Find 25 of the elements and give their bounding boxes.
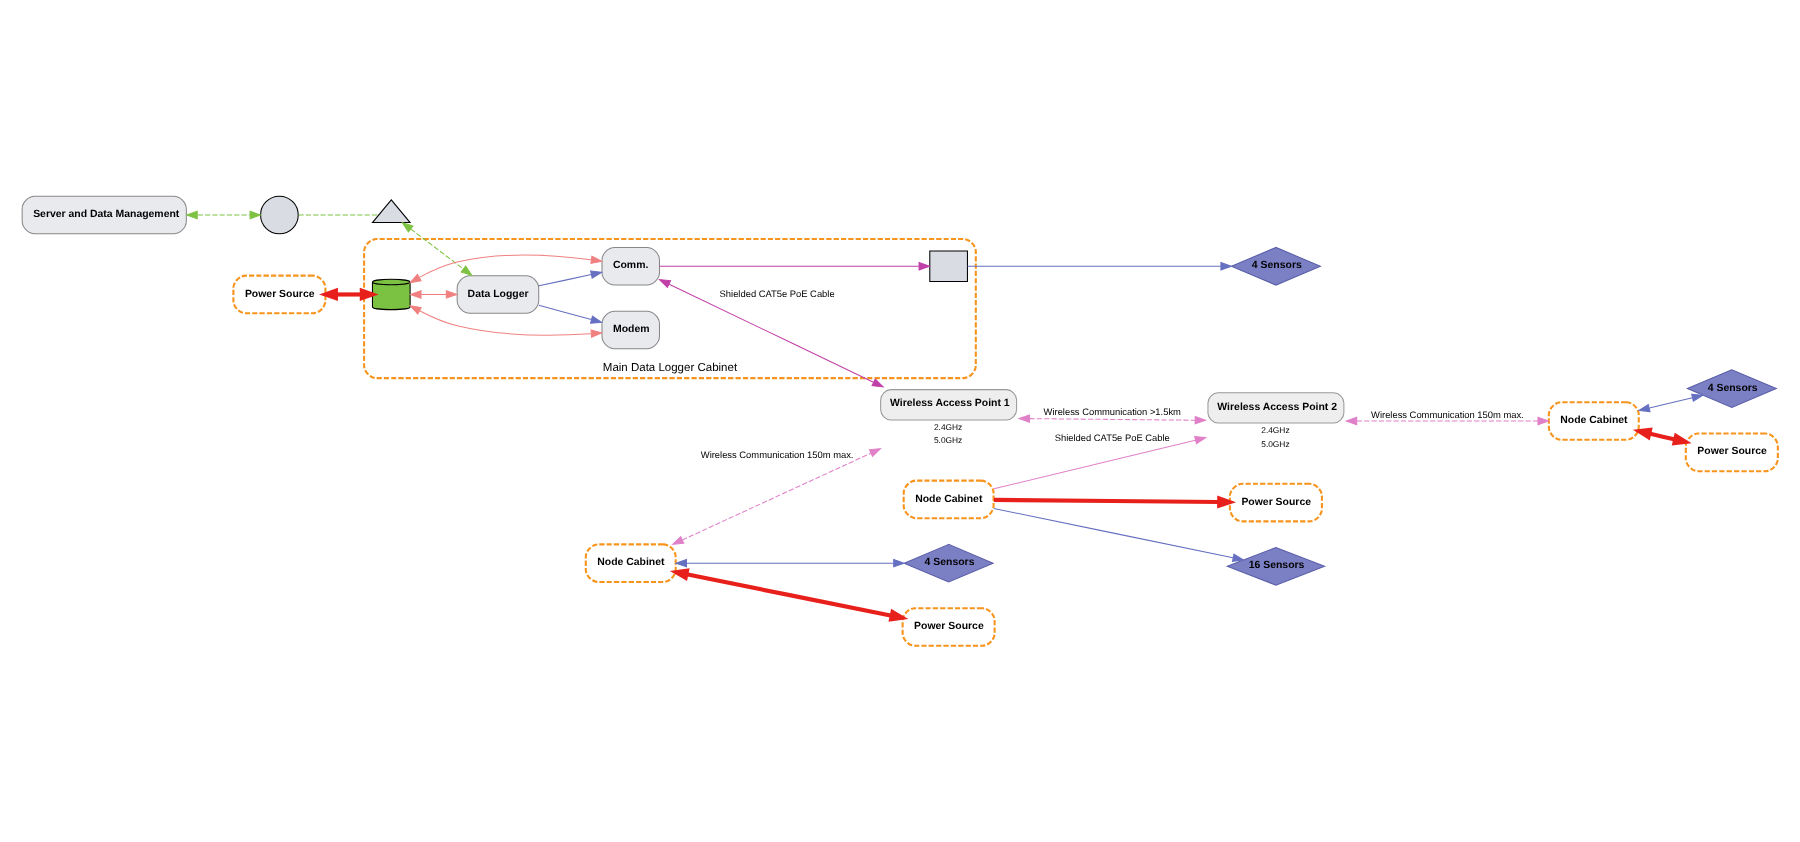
arrow <box>671 448 882 546</box>
arrow <box>658 278 885 388</box>
arrow <box>408 290 459 299</box>
arrow <box>993 495 1237 509</box>
arrow <box>993 508 1246 562</box>
arrow <box>1637 393 1705 413</box>
arrow <box>1632 427 1692 446</box>
arrow <box>408 304 604 339</box>
arrow <box>1017 414 1208 425</box>
arrow <box>674 558 906 568</box>
arrow <box>669 568 909 622</box>
arrow <box>993 435 1208 490</box>
arrow <box>1344 416 1550 426</box>
node-circle <box>260 195 299 235</box>
connector <box>298 214 380 216</box>
arrow <box>185 210 263 220</box>
arrow <box>319 287 379 302</box>
arrow <box>967 261 1233 271</box>
arrow <box>538 270 604 287</box>
node-triangle <box>371 199 412 224</box>
arrow <box>538 304 604 324</box>
arrow <box>659 261 932 271</box>
arrow <box>408 254 604 284</box>
node-box <box>929 250 968 282</box>
arrow <box>401 221 474 277</box>
